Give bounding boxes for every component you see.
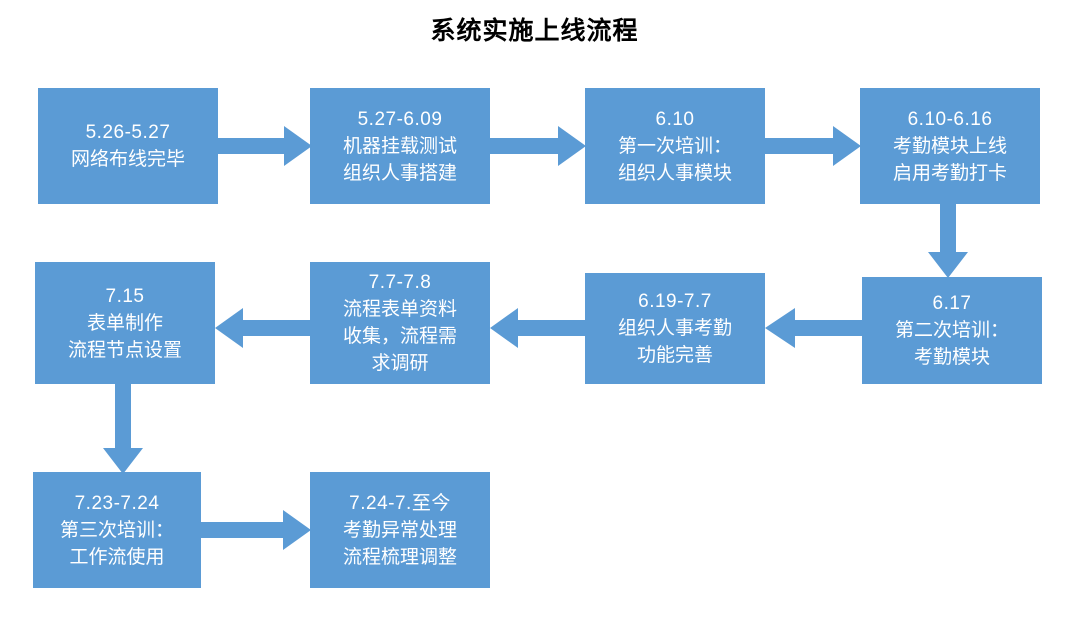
flow-node-2[interactable]: 5.27-6.09 机器挂载测试 组织人事搭建 (310, 88, 490, 204)
flow-node-6[interactable]: 6.19-7.7 组织人事考勤 功能完善 (585, 273, 765, 384)
arrow-node4-to-node5 (928, 204, 968, 278)
arrow-node8-to-node9 (103, 384, 143, 474)
flow-node-4-line-2: 考勤模块上线 (892, 135, 1007, 157)
flow-node-6-line-1: 6.19-7.7 (638, 291, 712, 312)
flow-node-4-line-3: 启用考勤打卡 (892, 162, 1007, 184)
flow-node-3-line-2: 第一次培训： (617, 135, 732, 157)
page-title: 系统实施上线流程 (430, 17, 639, 45)
flow-node-9-line-2: 第三次培训： (59, 519, 174, 541)
flow-node-2-line-3: 组织人事搭建 (342, 162, 457, 184)
flow-node-1[interactable]: 5.26-5.27 网络布线完毕 (38, 88, 218, 204)
arrow-node2-to-node3 (490, 126, 586, 166)
flow-node-3[interactable]: 6.10 第一次培训： 组织人事模块 (585, 88, 765, 204)
flow-node-9-line-1: 7.23-7.24 (74, 492, 160, 514)
arrow-node5-to-node6 (765, 308, 863, 348)
arrow-node9-to-node10 (201, 510, 311, 550)
flow-node-3-line-1: 6.10 (655, 108, 695, 130)
flow-node-9[interactable]: 7.23-7.24 第三次培训： 工作流使用 (33, 472, 201, 588)
flow-node-8-line-1: 7.15 (105, 285, 145, 307)
arrow-node1-to-node2 (218, 126, 312, 166)
flow-node-1-line-2: 网络布线完毕 (70, 149, 185, 170)
flow-node-3-line-3: 组织人事模块 (617, 162, 732, 184)
flow-node-8[interactable]: 7.15 表单制作 流程节点设置 (35, 262, 215, 384)
arrow-node7-to-node8 (215, 308, 311, 348)
flow-node-4[interactable]: 6.10-6.16 考勤模块上线 启用考勤打卡 (860, 88, 1040, 204)
flow-node-5-line-3: 考勤模块 (913, 347, 990, 368)
flow-node-4-line-1: 6.10-6.16 (907, 108, 993, 130)
flow-node-7-line-4: 求调研 (371, 353, 429, 374)
flow-node-6-line-2: 组织人事考勤 (617, 318, 732, 339)
flow-node-7[interactable]: 7.7-7.8 流程表单资料 收集，流程需 求调研 (310, 262, 490, 384)
flow-node-2-line-1: 5.27-6.09 (357, 108, 443, 130)
flow-node-2-line-2: 机器挂载测试 (342, 135, 457, 157)
flow-node-10-line-3: 流程梳理调整 (342, 546, 457, 568)
flow-node-7-line-3: 收集，流程需 (342, 326, 457, 347)
flow-node-8-line-3: 流程节点设置 (67, 339, 182, 361)
flow-node-5-line-1: 6.17 (932, 293, 972, 314)
flow-node-9-line-3: 工作流使用 (69, 546, 165, 568)
flow-node-1-line-1: 5.26-5.27 (85, 122, 171, 143)
arrow-node6-to-node7 (490, 308, 586, 348)
flow-node-10[interactable]: 7.24-7.至今 考勤异常处理 流程梳理调整 (310, 472, 490, 588)
flow-node-8-line-2: 表单制作 (86, 312, 163, 334)
arrow-node3-to-node4 (765, 126, 861, 166)
flow-node-5[interactable]: 6.17 第二次培训： 考勤模块 (862, 277, 1042, 384)
flow-node-10-line-1: 7.24-7.至今 (349, 492, 451, 514)
flow-node-5-line-2: 第二次培训： (894, 320, 1009, 341)
flow-node-7-line-1: 7.7-7.8 (368, 272, 432, 293)
flow-node-7-line-2: 流程表单资料 (342, 299, 457, 320)
flow-node-6-line-3: 功能完善 (636, 345, 713, 366)
flow-node-10-line-2: 考勤异常处理 (342, 519, 457, 541)
